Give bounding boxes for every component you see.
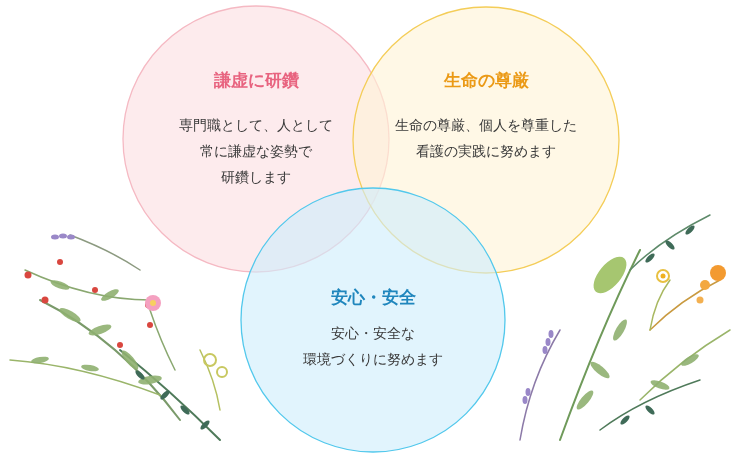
blue-circle [240,187,506,453]
circle-heading: 謙虚に研鑽 [122,69,390,91]
venn-circle: 安心・安全安心・安全な 環境づくりに努めます [240,187,506,453]
circle-body: 安心・安全な 環境づくりに努めます [288,320,458,372]
circle-heading: 安心・安全 [240,286,506,308]
circle-heading: 生命の尊厳 [352,69,620,91]
circle-body: 生命の尊厳、個人を尊重した 看護の実践に努めます [383,112,589,164]
circle-body: 専門職として、人として 常に謙虚な姿勢で 研鑽します [165,112,347,190]
